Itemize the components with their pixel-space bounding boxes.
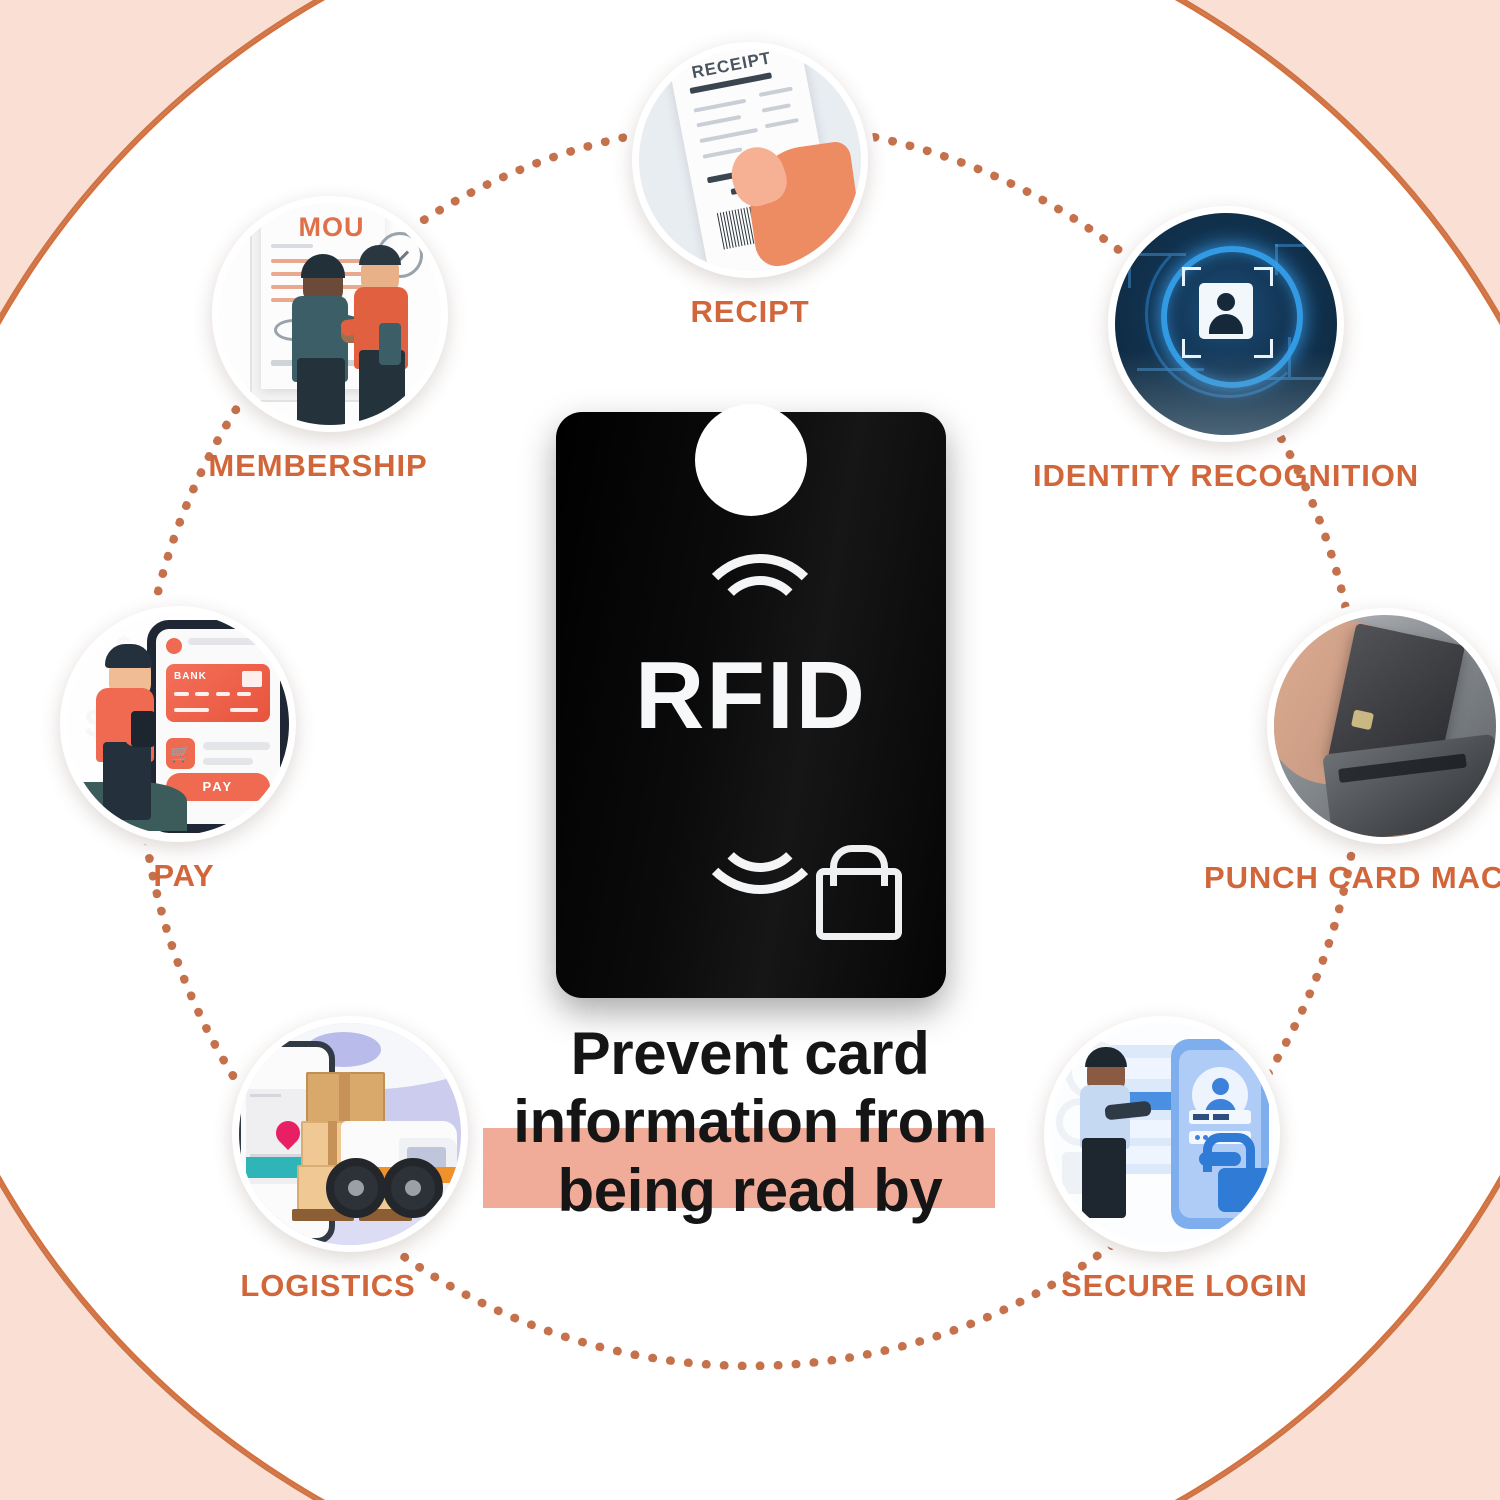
node-logistics[interactable]: LOGISTICS [232,1016,468,1304]
lock-body-icon [816,868,902,940]
cart-icon: 🛒 [165,738,196,770]
node-pay[interactable]: $ $ BANK [60,606,296,894]
membership-bubble: MOU [212,196,448,432]
pay-button-label: PAY [202,779,234,795]
face-scan-icon [1115,213,1337,435]
node-membership[interactable]: MOU [208,196,448,484]
identity-recognition-label: IDENTITY RECOGNITION [1033,458,1420,493]
node-secure-login[interactable]: ✓ [1039,1016,1307,1304]
bank-card-text: BANK [173,670,207,682]
bank-card: BANK [165,663,271,723]
secure-login-bubble: ✓ [1044,1016,1281,1252]
punch-card-machine-label: PUNCH CARD MACHINE [1204,860,1500,895]
recipt-bubble: RECEIPT [632,42,868,278]
sleeve-thumb-notch [695,404,807,516]
logistics-label: LOGISTICS [240,1268,416,1303]
wifi-wave-bottom-inner [714,780,806,872]
receipt-icon: RECEIPT [639,49,861,271]
pay-bubble: $ $ BANK [60,606,296,842]
membership-label: MEMBERSHIP [208,448,428,483]
node-identity-recognition[interactable]: IDENTITY RECOGNITION [1033,206,1419,494]
headline-line-1: Prevent card [570,1020,930,1087]
headline-line-3: being read by [557,1156,943,1224]
pay-button[interactable]: PAY [165,773,271,801]
wifi-wave-top-inner [714,576,806,668]
pay-label: PAY [153,858,215,893]
punch-card-bubble [1266,608,1500,844]
headline-highlight-band [483,1128,995,1208]
rfid-blocking-sleeve: RFID [556,412,946,998]
identity-bubble [1108,206,1344,442]
phone-mockup: BANK 🛒 [146,619,289,834]
phone-login [1171,1038,1273,1230]
lock-icon [1218,1168,1273,1213]
headline: Prevent card information from being read… [440,1020,1060,1225]
node-recipt[interactable]: RECEIPT [632,42,868,330]
mobile-payment-icon: $ $ BANK [67,613,289,835]
node-punch-card-machine[interactable]: PUNCH CARD MACHINE [1196,608,1500,896]
delivery-truck-icon [239,1023,461,1245]
login-lock-icon: ✓ [1051,1023,1274,1245]
wifi-wave-top-icon [692,554,828,690]
headline-line-2: information from [513,1088,987,1156]
secure-login-label: SECURE LOGIN [1061,1268,1308,1303]
handshake-icon: MOU [219,203,441,425]
logistics-bubble [232,1016,468,1252]
lock-shackle-icon [830,845,888,886]
mou-text: MOU [298,212,365,243]
card-terminal-icon [1273,615,1496,837]
rfid-logo-text: RFID [635,642,867,749]
wifi-wave-bottom-icon [692,758,828,894]
recipt-label: RECIPT [690,294,810,329]
